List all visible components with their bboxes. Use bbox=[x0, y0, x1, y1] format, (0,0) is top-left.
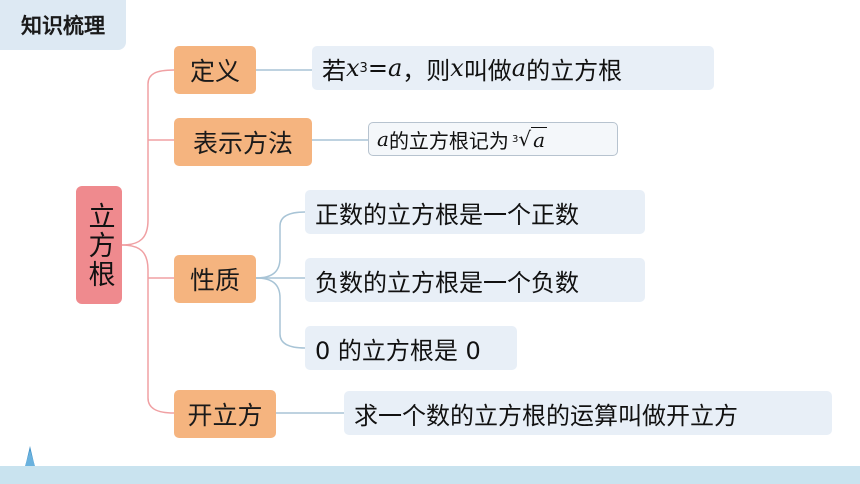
math-x: x bbox=[346, 54, 360, 82]
category-definition: 定义 bbox=[174, 46, 256, 94]
leaf-notation: a 的立方根记为 3 √ a bbox=[368, 122, 618, 156]
math-a-3: a bbox=[377, 127, 389, 151]
category-operation: 开立方 bbox=[174, 390, 276, 438]
category-notation: 表示方法 bbox=[174, 118, 312, 166]
section-title: 知识梳理 bbox=[0, 0, 126, 50]
definition-text-2: ，则 bbox=[402, 56, 451, 85]
definition-text-3: 叫做 bbox=[463, 56, 512, 85]
leaf-property-zero: 0 的立方根是 0 bbox=[305, 326, 517, 370]
radical-sign-icon: √ bbox=[518, 127, 532, 151]
category-properties: 性质 bbox=[174, 255, 256, 303]
leaf-property-positive: 正数的立方根是一个正数 bbox=[305, 190, 645, 234]
math-exponent: 3 bbox=[359, 60, 368, 76]
leaf-property-negative: 负数的立方根是一个负数 bbox=[305, 258, 645, 302]
root-index: 3 bbox=[511, 133, 519, 145]
leaf-operation: 求一个数的立方根的运算叫做开立方 bbox=[344, 391, 832, 435]
footer-band bbox=[0, 466, 860, 484]
definition-text-1: 若 bbox=[322, 56, 346, 85]
math-a-2: a bbox=[511, 54, 527, 82]
definition-text-4: 的立方根 bbox=[526, 56, 623, 85]
math-x-2: x bbox=[450, 54, 464, 82]
notation-text: 的立方根记为 bbox=[388, 128, 509, 153]
radicand: a bbox=[531, 126, 547, 152]
math-equals: = bbox=[367, 54, 388, 82]
root-node-cube-root: 立方根 bbox=[76, 186, 122, 304]
math-a: a bbox=[387, 54, 403, 82]
leaf-definition: 若 x 3 = a ，则 x 叫做 a 的立方根 bbox=[312, 46, 714, 90]
